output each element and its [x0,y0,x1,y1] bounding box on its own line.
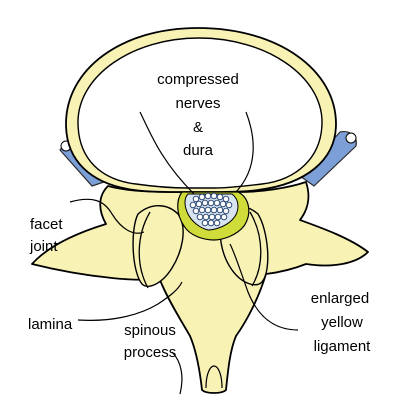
nerve-root [214,220,220,226]
nerve-root [226,202,232,208]
nerve-root [199,207,205,213]
nerve-root [196,201,202,207]
nerve-root [208,220,214,226]
label-lamina: lamina [28,316,73,333]
label-ligament: ligament [314,338,372,355]
label-process: process [124,344,177,361]
label-yellow: yellow [321,314,363,331]
nerve-root [208,200,214,206]
label-joint: joint [29,238,58,255]
nerve-root [197,214,203,220]
nerve-root [214,200,220,206]
nerve-root [203,214,209,220]
nerve-root [220,201,226,207]
nerve-root [211,207,217,213]
nerve-root [211,193,217,199]
nerve-root [205,207,211,213]
label-ampersand: & [193,119,203,136]
label-spinous: spinous [124,322,176,339]
nerve-root [209,214,215,220]
nerve-root [199,194,205,200]
nerve-root [223,208,229,214]
label-facet: facet [30,216,63,233]
nerve-root [221,214,227,220]
nerve-root [217,207,223,213]
nerve-root [193,208,199,214]
nerve-root [217,194,223,200]
nerve-root [215,214,221,220]
nerve-root [202,220,208,226]
label-enlarged: enlarged [311,290,369,307]
nerve-root [202,200,208,206]
label-compressed: compressed [157,71,239,88]
nerve-root [190,202,196,208]
label-nerves: nerves [175,95,220,112]
nerve-root [205,193,211,199]
right-vessel-opening [346,133,356,143]
label-dura: dura [183,142,214,159]
